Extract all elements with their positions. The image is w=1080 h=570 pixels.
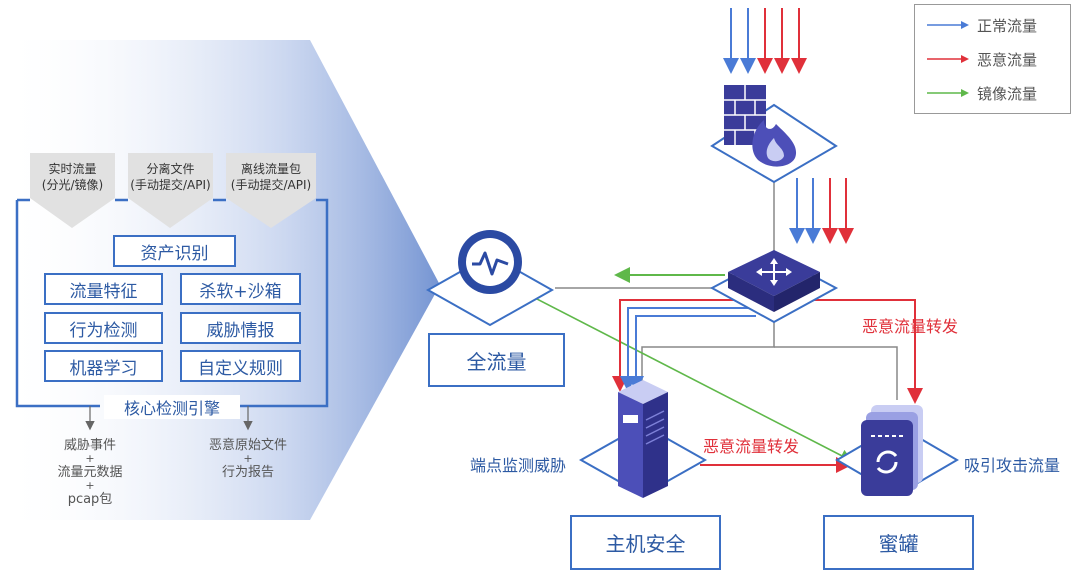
legend-malicious-arrow-icon — [927, 55, 969, 63]
engine-title: 核心检测引擎 — [104, 395, 240, 419]
switch-to-host-arrows — [612, 299, 756, 392]
forward-annotation-bottom: 恶意流量转发 — [703, 437, 800, 456]
monitor-icon — [458, 230, 522, 294]
host-security-box: 主机安全 — [570, 515, 721, 570]
full-traffic-box: 全流量 — [428, 333, 565, 387]
output-left: 威胁事件 + 流量元数据 + pcap包 — [57, 438, 123, 507]
legend-malicious: 恶意流量 — [925, 47, 1037, 71]
switch-to-honeypot-arrow — [810, 299, 923, 404]
server-icon — [618, 380, 668, 498]
mirror-diagonal — [499, 279, 853, 462]
legend-normal: 正常流量 — [925, 13, 1037, 37]
engine-module-threat-intel: 威胁情报 — [180, 312, 301, 344]
switch-icon — [728, 250, 820, 312]
honeypot-box: 蜜罐 — [823, 515, 974, 570]
input-chevrons — [30, 153, 316, 228]
incoming-traffic-arrows — [723, 8, 807, 74]
legend-mirror-arrow-icon — [927, 89, 969, 97]
output-right: 恶意原始文件 + 行为报告 — [208, 438, 287, 480]
engine-module-custom-rules: 自定义规则 — [180, 350, 301, 382]
forward-annotation-right: 恶意流量转发 — [862, 317, 959, 336]
engine-asset-recognition: 资产识别 — [113, 235, 236, 267]
attract-traffic-label: 吸引攻击流量 — [964, 456, 1061, 475]
legend-normal-arrow-icon — [927, 21, 969, 29]
firewall-icon — [724, 85, 797, 167]
engine-frame — [15, 198, 329, 408]
input-realtime: 实时流量(分光/镜像) — [41, 162, 104, 192]
input-offline-pcap: 离线流量包(手动提交/API) — [230, 162, 312, 192]
legend: 正常流量 恶意流量 镜像流量 — [914, 4, 1071, 114]
honeypot-icon — [861, 405, 923, 496]
endpoint-threat-label: 端点监测威胁 — [470, 456, 567, 475]
engine-module-av-sandbox: 杀软+沙箱 — [180, 273, 301, 305]
engine-module-traffic-features: 流量特征 — [44, 273, 163, 305]
engine-module-behavior-detection: 行为检测 — [44, 312, 163, 344]
engine-module-machine-learning: 机器学习 — [44, 350, 163, 382]
input-separated-files: 分离文件(手动提交/API) — [130, 162, 211, 192]
legend-mirror: 镜像流量 — [925, 81, 1037, 105]
